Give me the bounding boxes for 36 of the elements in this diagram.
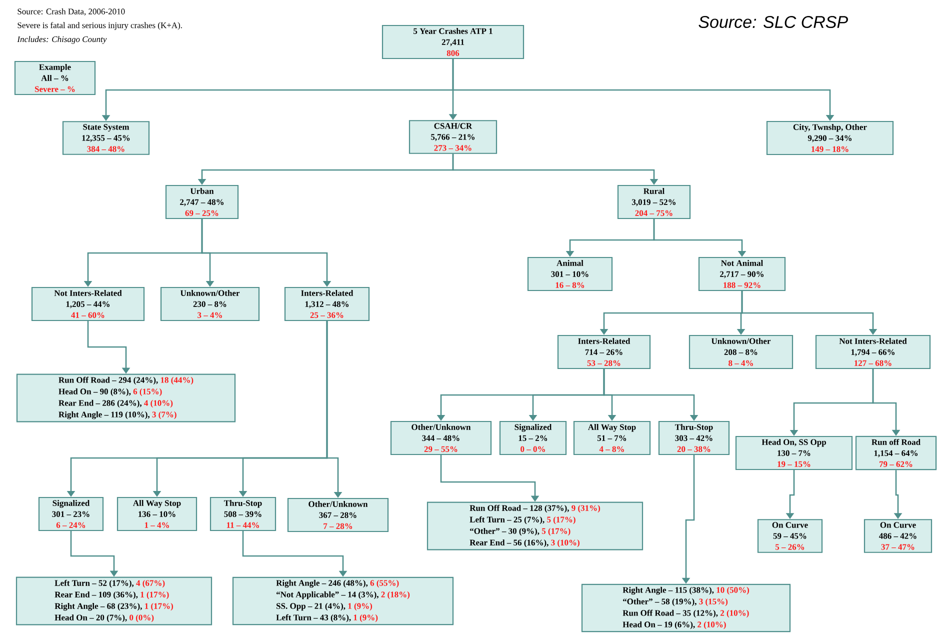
category-box: Urban 2,747 – 48% 69 – 25%: [165, 184, 239, 220]
category-box: Not Animal 2,717 – 90% 188 – 92%: [698, 256, 786, 292]
category-box: 5 Year Crashes ATP 1 27,411 806: [382, 24, 524, 60]
category-box: Inters-Related 714 – 26% 53 – 28%: [557, 334, 651, 370]
breakdown-box: Run Off Road – 128 (37%), 9 (31%) Left Turn – 25 (7%), 5 (17%) “Other” – 30 (9%), 5 (17%) Rear End – 56 (16%), 3 (10%): [426, 502, 644, 550]
source-note: Source: SLC CRSP: [698, 16, 848, 28]
category-box: State System 12,355 – 45% 384 – 48%: [62, 121, 150, 155]
category-box: Run off Road 1,154 – 64% 79 – 62%: [855, 436, 937, 470]
category-box: All Way Stop 136 – 10% 1 – 4%: [116, 496, 198, 532]
category-box: Other/Unknown 344 – 48% 29 – 55%: [390, 420, 492, 456]
category-box: On Curve 59 – 45% 5 – 26%: [757, 519, 823, 553]
category-box: Head On, SS Opp 130 – 7% 19 – 15%: [735, 436, 853, 470]
category-box: City, Twnshp, Other 9,290 – 34% 149 – 18%: [766, 120, 894, 156]
category-box: Rural 3,019 – 52% 204 – 75%: [617, 184, 691, 220]
category-box: Example All – % Severe – %: [14, 60, 96, 96]
category-box: Inters-Related 1,312 – 48% 25 – 36%: [284, 286, 370, 322]
category-box: Thru-Stop 508 – 39% 11 – 44%: [210, 496, 276, 532]
category-box: Signalized 15 – 2% 0 – 0%: [499, 420, 567, 456]
breakdown-box: Right Angle – 246 (48%), 6 (55%) “Not Applicable” – 14 (3%), 2 (18%) SS. Opp – 21 (4%), 1 (9%) Left Turn – 43 (8%), 1 (9%): [232, 576, 454, 626]
category-box: Thru-Stop 303 – 42% 20 – 38%: [658, 420, 730, 456]
breakdown-box: Run Off Road – 294 (24%), 18 (44%) Head On – 90 (8%), 6 (15%) Rear End – 286 (24%), 4 (10%) Right Angle – 119 (10%), 3 (7%): [16, 374, 236, 422]
category-box: Signalized 301 – 23% 6 – 24%: [38, 496, 104, 532]
category-box: Unknown/Other 230 – 8% 3 – 4%: [160, 286, 260, 322]
source-note: Source: Crash Data, 2006-2010: [18, 8, 125, 16]
category-box: Not Inters-Related 1,205 – 44% 41 – 60%: [31, 286, 145, 322]
source-note: Severe is fatal and serious injury crashes (K+A).: [18, 22, 182, 30]
breakdown-box: Right Angle – 115 (38%), 10 (50%) “Other” – 58 (19%), 3 (15%) Run Off Road – 35 (12%), 2 (10%) Head On – 19 (6%), 2 (10%): [581, 584, 791, 632]
category-box: Other/Unknown 367 – 28% 7 – 28%: [287, 498, 389, 532]
category-box: All Way Stop 51 – 7% 4 – 8%: [573, 420, 651, 456]
category-box: On Curve 486 – 42% 37 – 47%: [864, 519, 932, 553]
category-box: Animal 301 – 10% 16 – 8%: [527, 256, 613, 292]
category-box: Not Inters-Related 1,794 – 66% 127 – 68%: [815, 334, 931, 370]
category-box: CSAH/CR 5,766 – 21% 273 – 34%: [408, 120, 498, 154]
source-note: Includes: Chisago County: [17, 36, 107, 44]
breakdown-box: Left Turn – 52 (17%), 4 (67%) Rear End – 109 (36%), 1 (17%) Right Angle – 68 (23%), 1 (17%) Head On – 20 (7%), 0 (0%): [16, 576, 212, 626]
category-box: Unknown/Other 208 – 8% 8 – 4%: [688, 334, 794, 370]
